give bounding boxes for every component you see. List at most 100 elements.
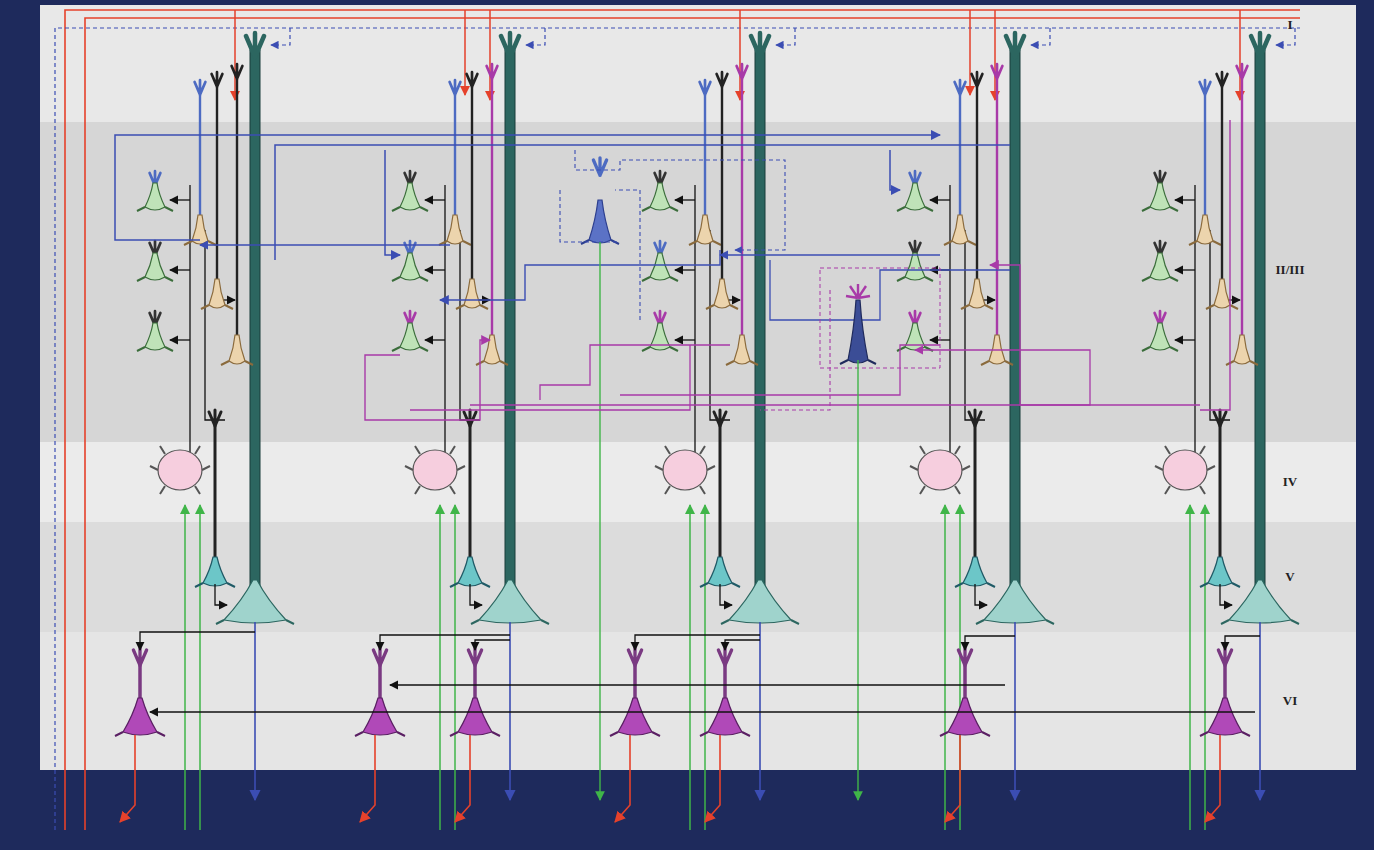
wire: [739, 10, 741, 100]
apical-dendrite: [378, 665, 382, 700]
wire: [440, 250, 720, 300]
wire: [234, 10, 236, 100]
apical-dendrite: [741, 79, 743, 338]
apical-dendrite: [1255, 50, 1265, 595]
wire: [464, 10, 466, 95]
layer23-pyramidal-cell: [969, 279, 985, 308]
basal-dendrite: [961, 305, 993, 309]
stellate-dendrites: [910, 446, 970, 494]
wire: [199, 505, 201, 830]
wire: [1031, 28, 1050, 45]
basal-dendrite: [1206, 305, 1238, 309]
wire: [489, 10, 491, 100]
basal-dendrite: [476, 361, 508, 365]
wire: [776, 28, 795, 45]
wire: [760, 290, 830, 410]
layer23-pyramidal-cell: [1150, 323, 1170, 350]
apical-dendrite: [976, 87, 978, 282]
wire: [475, 640, 510, 650]
dendrite-tuft: [718, 648, 731, 666]
apical-dendrite: [1010, 50, 1020, 595]
apical-dendrite: [1204, 95, 1206, 218]
wire: [994, 10, 996, 100]
dendrite-tuft: [1217, 72, 1228, 86]
basal-dendrite: [392, 207, 428, 211]
wire: [635, 635, 760, 650]
stellate-dendrites: [405, 446, 465, 494]
dendrite-tuft: [958, 648, 971, 666]
basal-dendrite: [1142, 347, 1178, 351]
dendrite-tuft: [992, 64, 1003, 78]
wire: [890, 150, 900, 190]
wire: [120, 735, 135, 822]
basal-dendrite: [456, 305, 488, 309]
wire: [725, 640, 760, 650]
apical-dendrite: [633, 665, 637, 700]
apical-dendrite: [721, 87, 723, 282]
wire: [945, 735, 960, 822]
stellate-dendrites: [1155, 446, 1215, 494]
wire: [675, 269, 695, 270]
wire: [575, 150, 785, 250]
wire: [1259, 622, 1261, 800]
apical-dendrite: [214, 425, 217, 565]
wire: [360, 735, 375, 822]
wire: [990, 265, 1200, 405]
wire: [85, 18, 1300, 830]
wire: [1175, 269, 1195, 270]
wire: [1194, 185, 1195, 460]
basal-dendrite: [1142, 207, 1178, 211]
basal-dendrite: [642, 347, 678, 351]
dendrite-tuft: [467, 72, 478, 86]
wire: [170, 199, 190, 200]
wire: [1205, 735, 1220, 822]
dendrite-tuft: [232, 64, 243, 78]
wire: [949, 185, 950, 460]
wire: [365, 340, 490, 420]
dendrite-tuft: [464, 410, 476, 426]
wire: [1175, 339, 1195, 340]
wire: [857, 360, 858, 800]
wire: [470, 350, 1090, 405]
layer23-pyramidal-cell: [145, 253, 165, 280]
basal-dendrite: [392, 277, 428, 281]
wire: [1014, 622, 1016, 800]
layer23-pyramidal-cell: [1150, 183, 1170, 210]
wire: [425, 269, 445, 270]
wire: [526, 28, 545, 45]
basal-dendrite: [897, 207, 933, 211]
layer-band: VI: [40, 632, 1356, 770]
dendrite-tuft: [1218, 648, 1231, 666]
layer23-pyramidal-cell: [145, 183, 165, 210]
basal-dendrite: [689, 241, 721, 245]
layer23-pyramidal-cell: [650, 323, 670, 350]
stellate-dendrites: [150, 446, 210, 494]
wire: [205, 230, 225, 420]
basal-dendrite: [642, 207, 678, 211]
dendrite-tuft: [1200, 80, 1211, 94]
wire: [215, 584, 227, 605]
layer23-pyramidal-cell: [905, 253, 925, 280]
dendrite-tuft: [593, 158, 606, 176]
apical-dendrite: [1241, 79, 1243, 338]
layer23-pyramidal-cell: [905, 323, 925, 350]
wire: [705, 735, 720, 822]
basal-dendrite: [981, 361, 1013, 365]
dendrite-tuft: [133, 648, 146, 666]
wire: [969, 10, 971, 95]
wire: [1210, 230, 1230, 420]
wire: [170, 339, 190, 340]
basal-dendrite: [940, 732, 990, 736]
wire: [1220, 584, 1232, 605]
layer23-pyramidal-cell: [229, 335, 245, 364]
apical-dendrite: [505, 50, 515, 595]
apical-dendrite: [236, 79, 238, 338]
wire: [720, 254, 940, 255]
layer23-pyramidal-cell: [697, 215, 713, 244]
layer5-small-pyramidal-cell: [458, 557, 482, 586]
layer6-pyramidal-cell: [618, 698, 652, 735]
apical-dendrite: [471, 87, 473, 282]
apical-dendrite: [469, 425, 472, 565]
dendrite-tuft: [373, 648, 386, 666]
